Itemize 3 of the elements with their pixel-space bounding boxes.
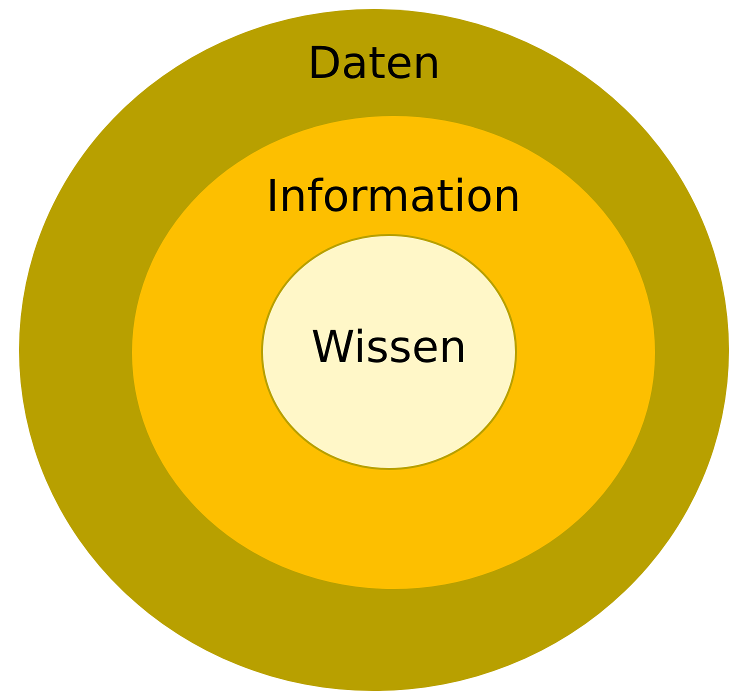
ring-label: Wissen xyxy=(311,324,467,372)
ring-label: Information xyxy=(266,173,521,222)
ring-label: Daten xyxy=(307,40,441,88)
